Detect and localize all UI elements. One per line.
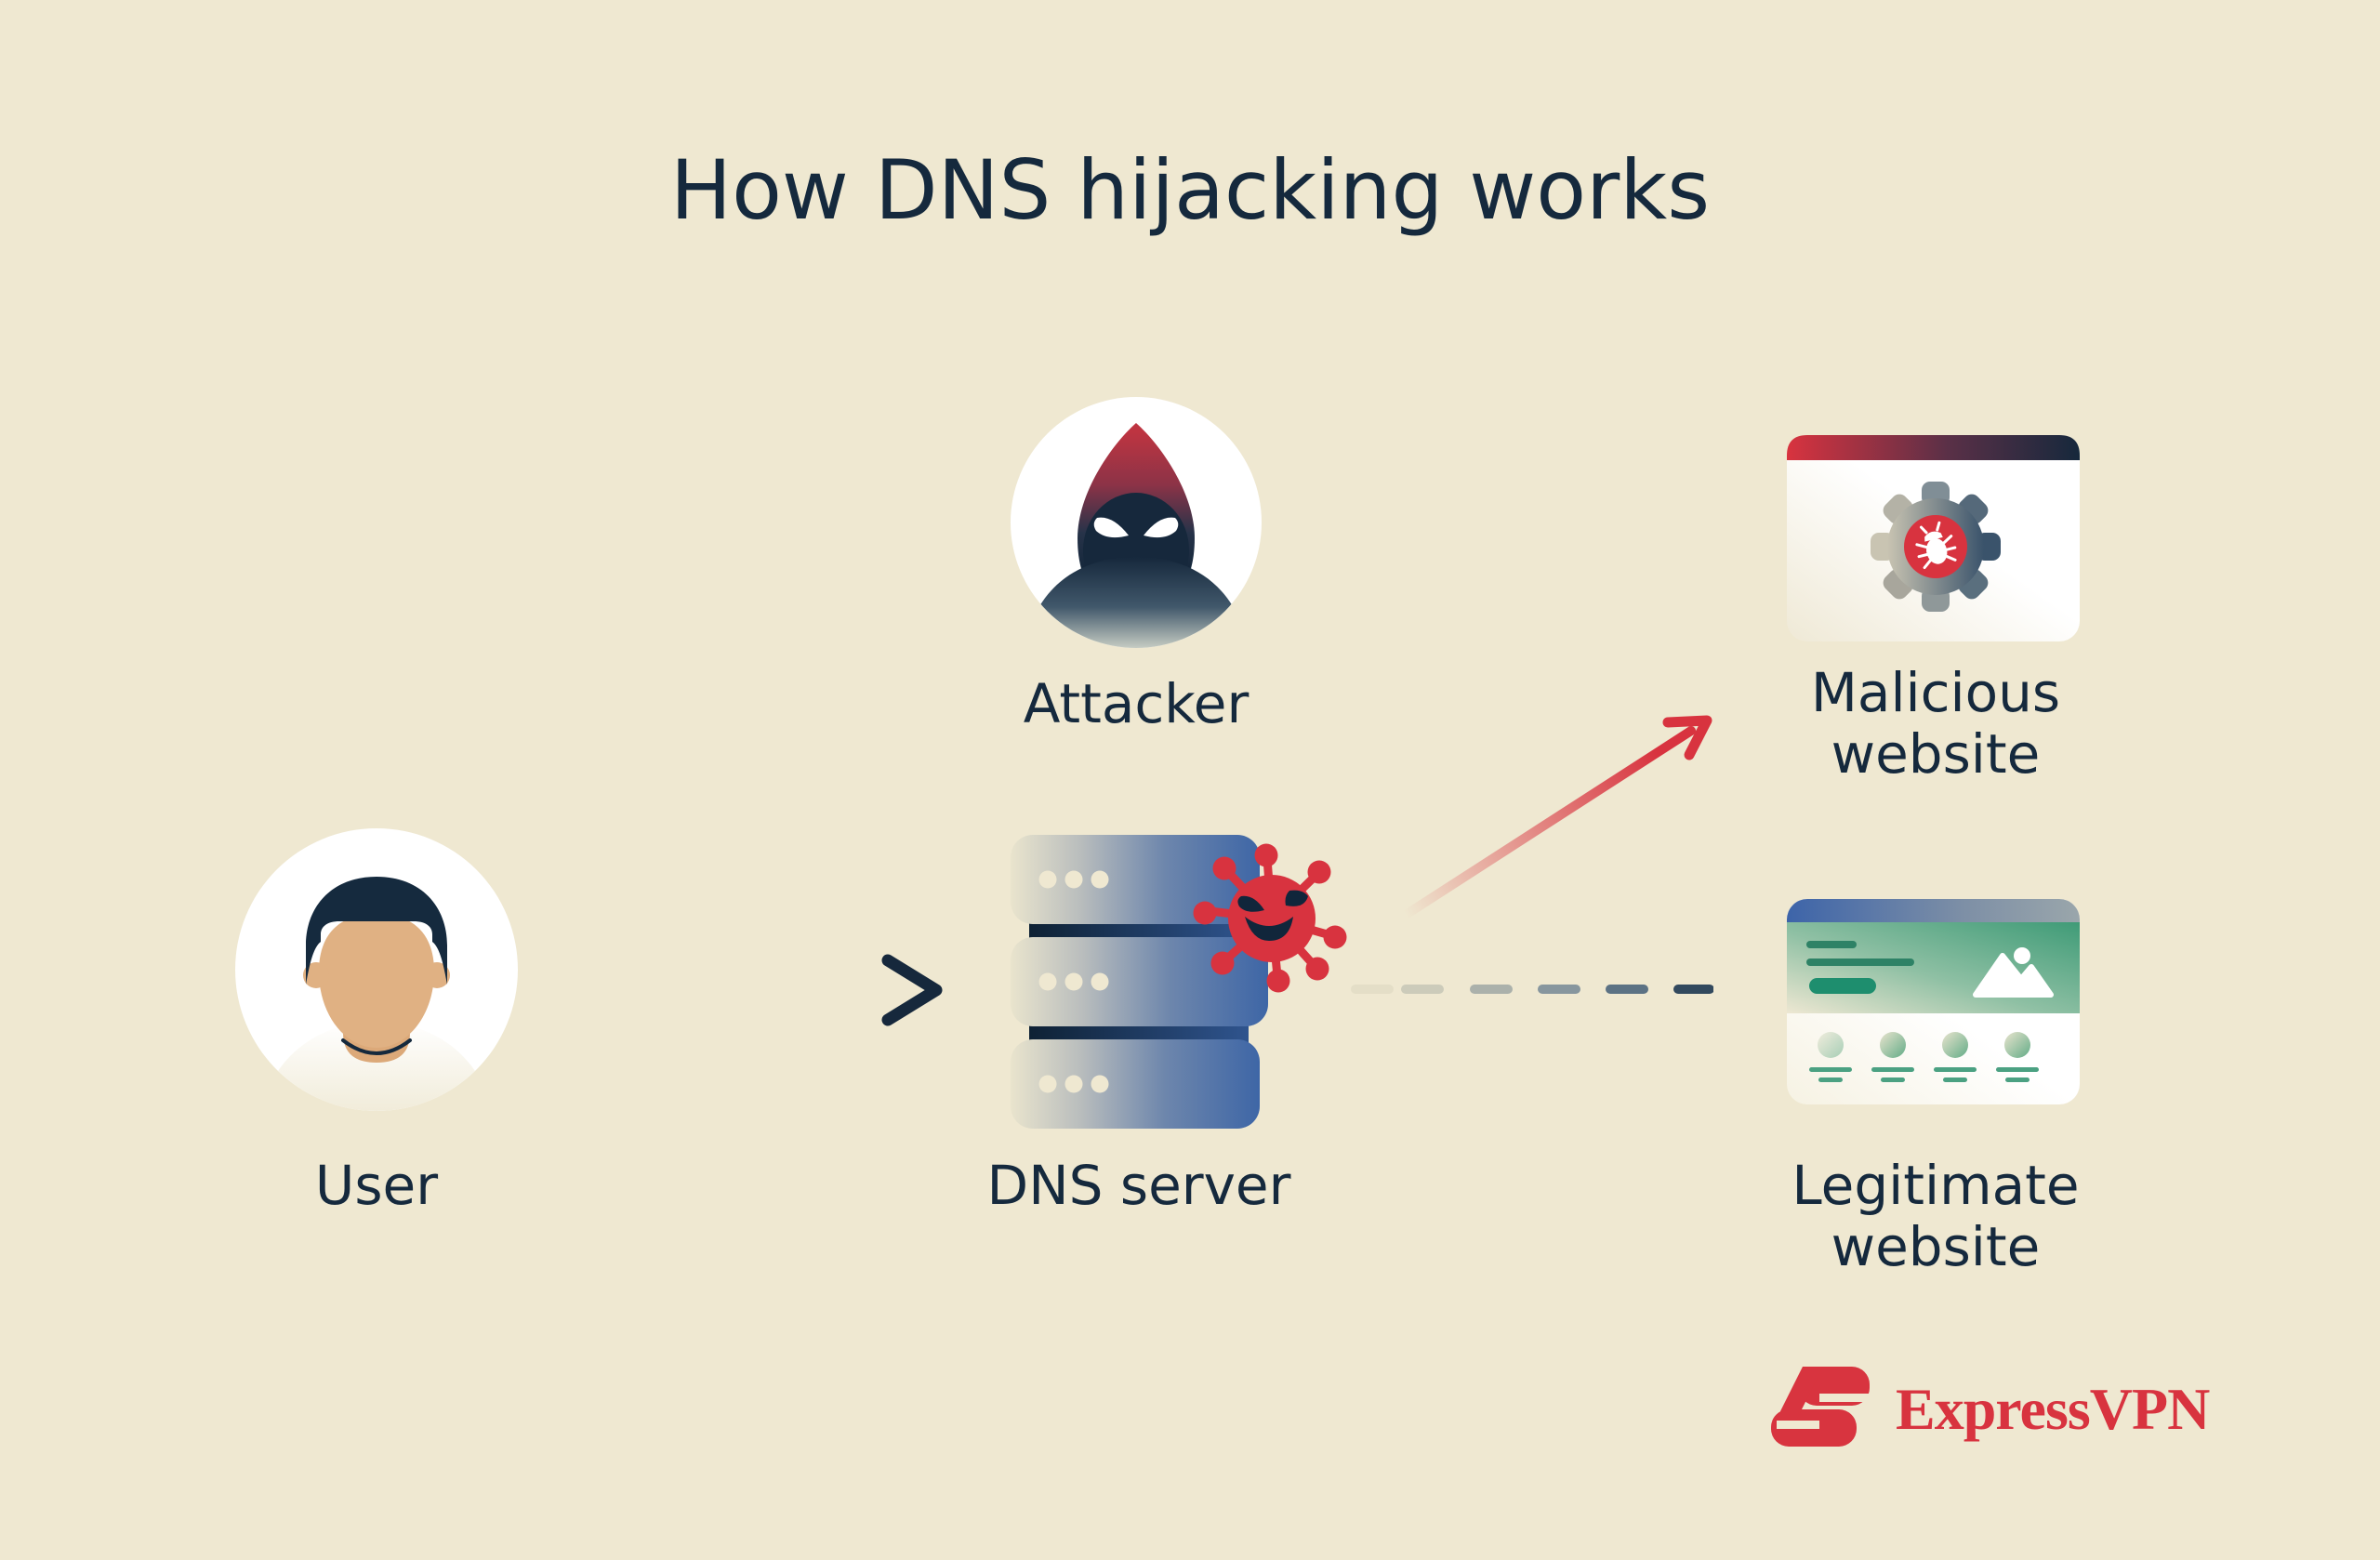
malware-virus-icon [1193,843,1347,993]
page-title: How DNS hijacking works [669,142,1711,238]
bug-icon [1915,521,1957,570]
brand-lockup: ExpressVPN [1758,1359,2210,1460]
dns-server-label: DNS server [986,1154,1291,1217]
dns-to-legitimate-dashed-line-icon [1351,985,1713,994]
server-stack-icon [1011,835,1268,1129]
dns-to-malicious-arrow-icon [1401,715,1712,919]
brand-name: ExpressVPN [1896,1376,2210,1442]
malicious-website-label: Malicious website [1810,661,2061,786]
malicious-browser-window-icon [1787,435,2080,641]
legitimate-browser-window-icon [1787,899,2080,1104]
legitimate-website-label: Legitimate website [1792,1154,2080,1278]
user-label: User [314,1154,439,1217]
hooded-attacker-icon [1011,397,1262,648]
image-placeholder-icon [1973,947,2054,998]
attacker-label: Attacker [1023,672,1250,735]
gear-icon [1871,482,2001,612]
user-avatar-icon [235,828,518,1111]
expressvpn-logo-icon [1771,1367,1870,1447]
user-to-dns-arrow-icon [615,954,943,1026]
